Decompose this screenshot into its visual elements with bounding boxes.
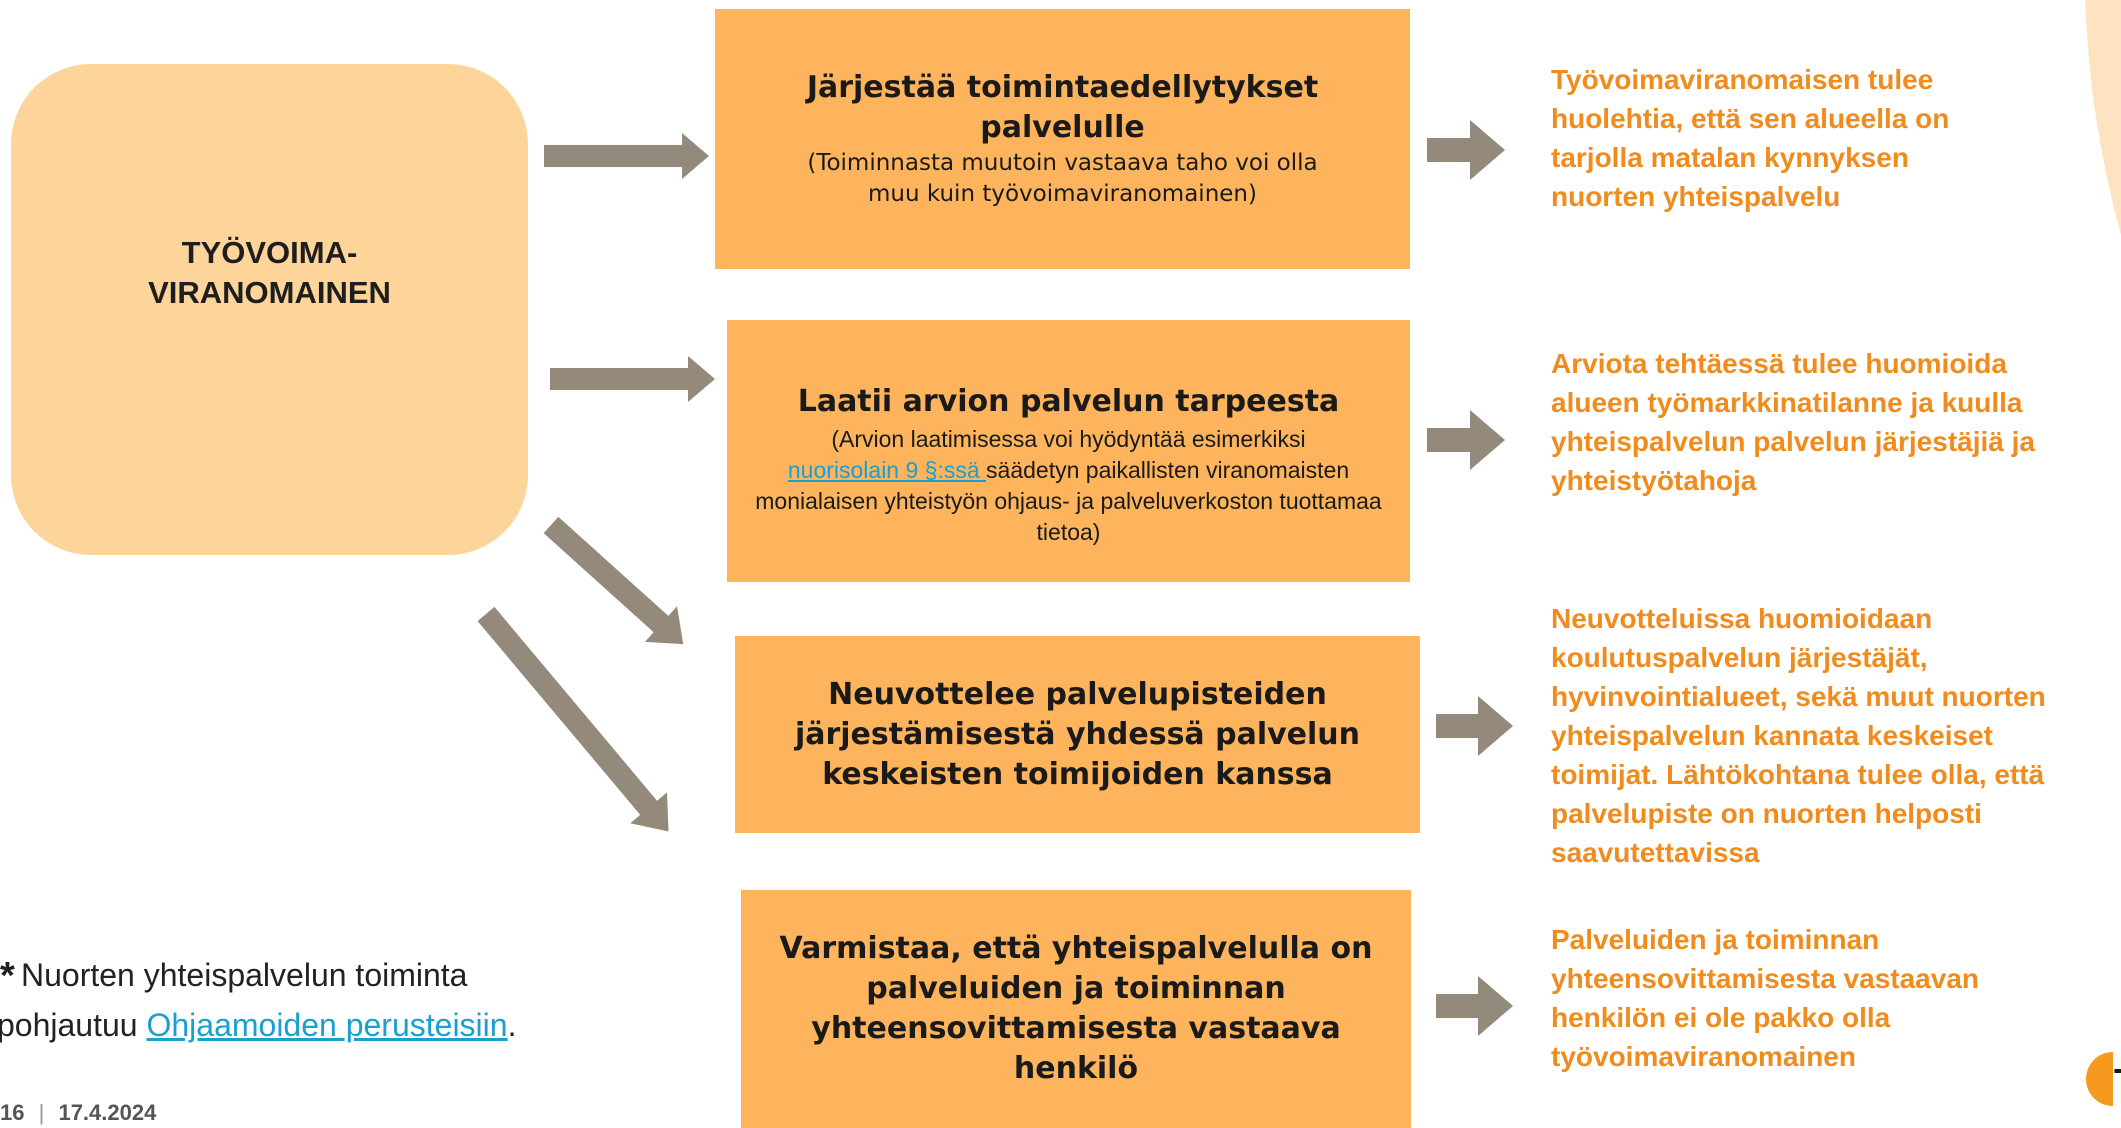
task-box-4: Varmistaa, että yhteispalvelulla on palv… — [741, 890, 1411, 1128]
task-box-2: Laatii arvion palvelun tarpeesta (Arvion… — [727, 320, 1410, 582]
arrow-task4-to-note4 — [1436, 976, 1513, 1036]
footer-date: 17.4.2024 — [58, 1100, 157, 1125]
arrow-task1-to-note1 — [1427, 120, 1505, 180]
root-node-label: TYÖVOIMA- VIRANOMAINEN — [148, 234, 391, 310]
ohjaamoiden-perusteisiin-link[interactable]: Ohjaamoiden perusteisiin — [146, 1007, 508, 1043]
task-box-3: Neuvottelee palvelupisteiden järjestämis… — [735, 636, 1420, 833]
arrow-task3-to-note3 — [1436, 696, 1513, 756]
arrow-root-to-task1 — [544, 133, 709, 179]
task-title-3: Neuvottelee palvelupisteiden järjestämis… — [794, 676, 1361, 792]
note-4: Palveluiden ja toiminnan yhteensovittami… — [1551, 924, 1979, 1072]
footer: 16 | 17.4.2024 — [0, 1100, 156, 1126]
logo-half-circle — [2086, 1052, 2113, 1106]
footnote-star: * — [0, 955, 15, 997]
logo-letter: T — [2114, 1061, 2121, 1102]
root-node: TYÖVOIMA- VIRANOMAINEN — [11, 64, 528, 555]
task-title-1: Järjestää toimintaedellytykset palvelull… — [806, 70, 1319, 145]
task-note-1: (Toiminnasta muutoin vastaava taho voi o… — [807, 150, 1318, 207]
footer-separator: | — [38, 1100, 45, 1125]
task-title-4: Varmistaa, että yhteispalvelulla on palv… — [779, 931, 1373, 1086]
footnote-period: . — [507, 1007, 517, 1043]
arrow-root-to-task3 — [543, 516, 684, 645]
task-box-1: Järjestää toimintaedellytykset palvelull… — [715, 9, 1410, 269]
task-title-2: Laatii arvion palvelun tarpeesta — [797, 384, 1340, 419]
task-note-2-text-cont: säädetyn paikallisten viranomaisten moni… — [755, 457, 1382, 545]
arrow-task2-to-note2 — [1427, 410, 1505, 470]
footnote-line-2: pohjautuu Ohjaamoiden perusteisiin. — [0, 1000, 516, 1050]
arrow-root-to-task2 — [550, 356, 715, 402]
note-2: Arviota tehtäessä tulee huomioida alueen… — [1551, 348, 2035, 496]
footnote-text-2: pohjautuu — [0, 1007, 147, 1043]
note-3: Neuvotteluissa huomioidaan koulutuspalve… — [1551, 603, 2046, 868]
footnote-text-1: Nuorten yhteispalvelun toiminta — [21, 957, 468, 993]
decorative-swoosh — [2085, 0, 2121, 235]
task-note-2: (Arvion laatimisessa voi hyödyntää esime… — [747, 424, 1390, 548]
arrow-root-to-task4 — [477, 606, 669, 832]
footnote-line-1: Nuorten yhteispalvelun toiminta — [0, 950, 516, 1000]
page-number: 16 — [0, 1100, 25, 1125]
note-1: Työvoimaviranomaisen tulee huolehtia, et… — [1551, 64, 1950, 212]
footnote: Nuorten yhteispalvelun toiminta pohjautu… — [0, 950, 516, 1050]
nuorisolaki-link[interactable]: nuorisolain 9 §:ssä — [787, 457, 987, 483]
task-note-2-text: (Arvion laatimisessa voi hyödyntää esime… — [831, 426, 1306, 452]
